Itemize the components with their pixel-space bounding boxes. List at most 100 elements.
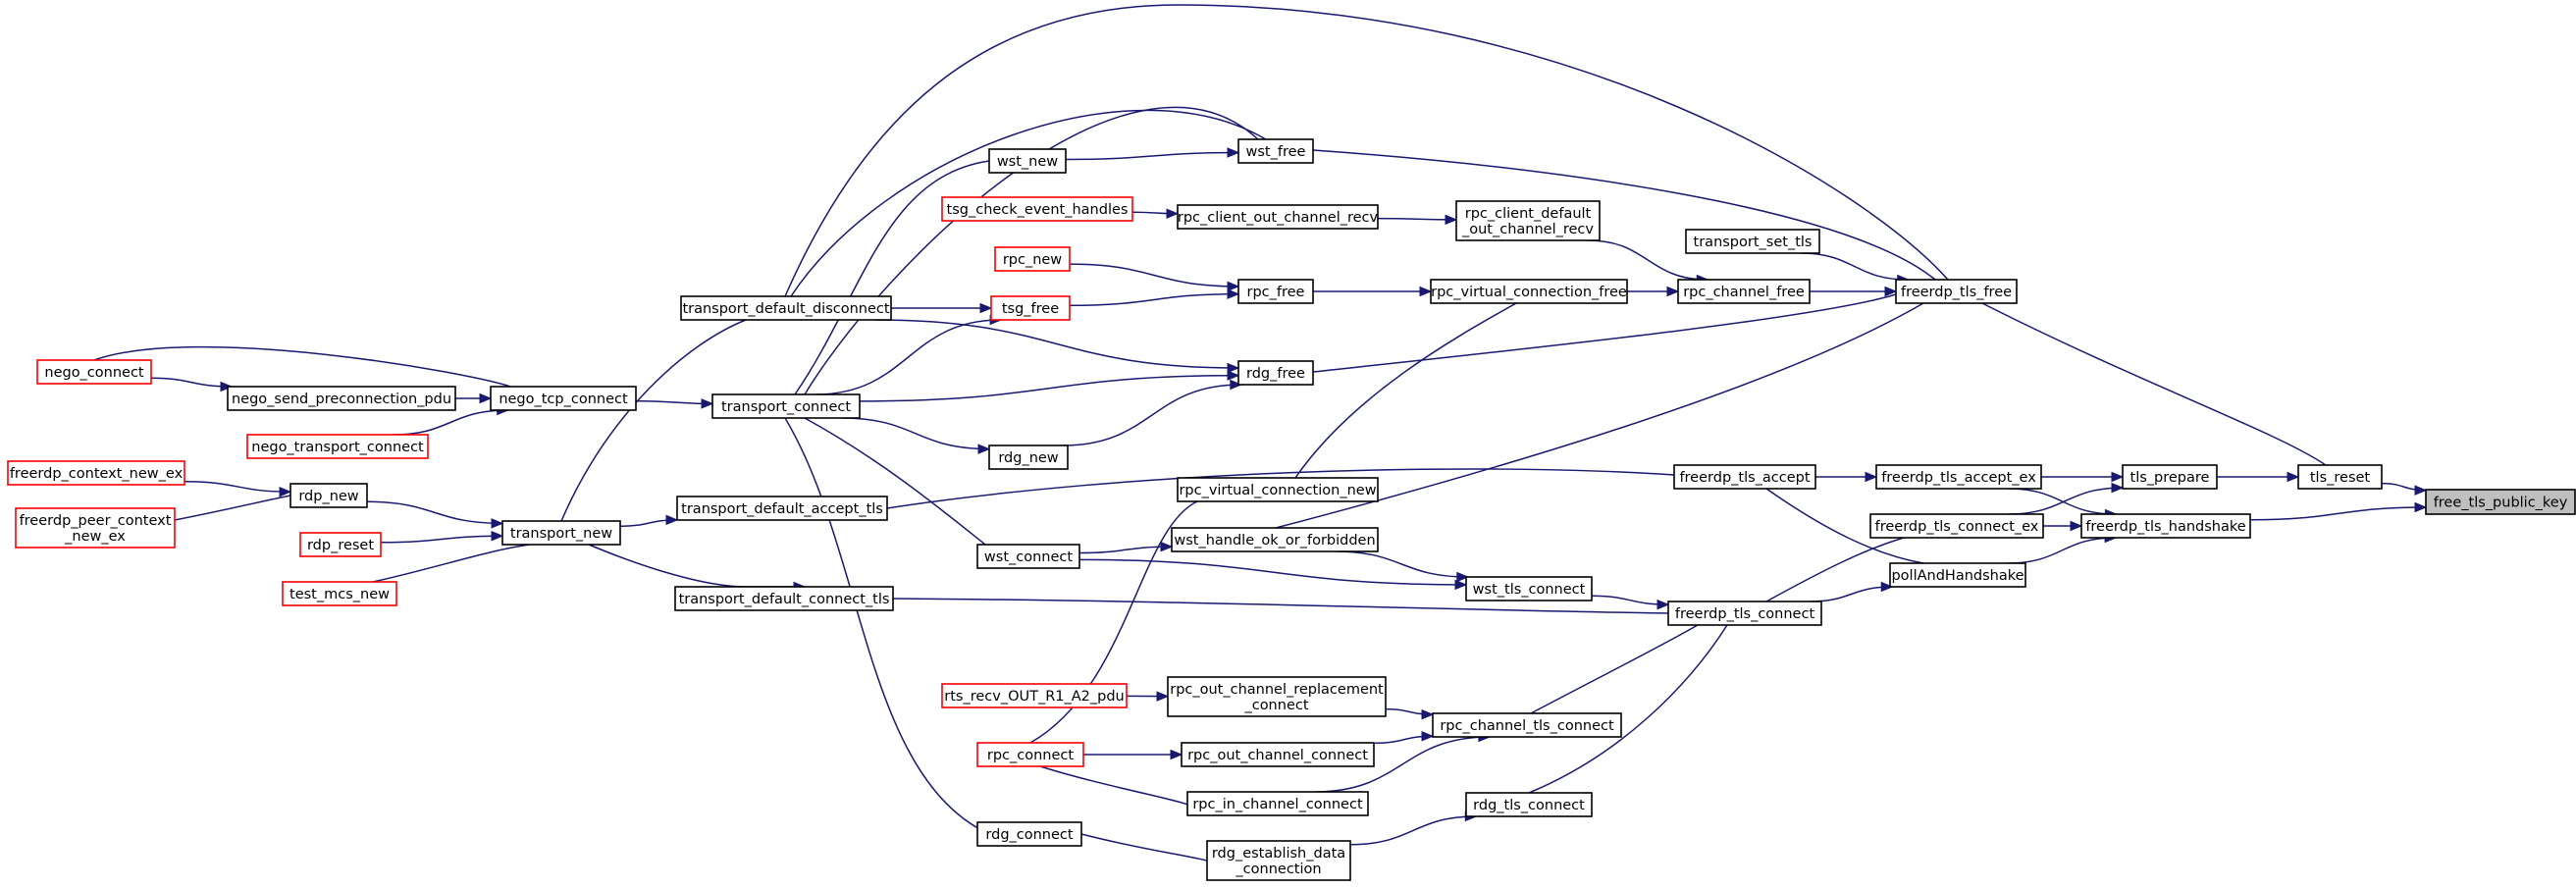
node-tls-prepare[interactable]: tls_prepare <box>2122 464 2218 490</box>
node-wst-free[interactable]: wst_free <box>1237 138 1314 164</box>
node-box <box>1875 464 2042 490</box>
node-wst-new[interactable]: wst_new <box>988 148 1067 174</box>
edge-line <box>1029 500 1198 744</box>
node-label: nego_send_preconnection_pdu <box>232 392 451 407</box>
node-transport-connect[interactable]: transport_connect <box>711 393 861 419</box>
arrowhead <box>701 398 714 409</box>
node-rpc-channel-free[interactable]: rpc_channel_free <box>1677 279 1811 304</box>
edge-line <box>2008 487 2124 515</box>
node-rpc-out-channel-replacement-connect[interactable]: rpc_out_channel_replacement_connect <box>1167 676 1387 717</box>
node-freerdp-context-new-ex[interactable]: freerdp_context_new_ex <box>7 460 185 486</box>
node-tls-reset[interactable]: tls_reset <box>2297 464 2383 490</box>
node-label: rdg_establish_data <box>1212 846 1345 862</box>
call-edge <box>619 514 679 528</box>
node-label: freerdp_tls_accept <box>1679 470 1810 486</box>
call-edge <box>588 544 807 593</box>
node-label: free_tls_public_key <box>2434 496 2568 511</box>
node-rpc-free[interactable]: rpc_free <box>1237 279 1314 304</box>
node-rpc-client-default-out-channel-recv[interactable]: rpc_client_default_out_channel_recv <box>1455 200 1601 241</box>
node-transport-set-tls[interactable]: transport_set_tls <box>1685 229 1820 254</box>
node-box <box>680 295 892 321</box>
call-edge <box>1530 624 1699 714</box>
call-edge <box>1029 500 1198 744</box>
node-freerdp-tls-accept-ex[interactable]: freerdp_tls_accept_ex <box>1875 464 2042 490</box>
node-label: rpc_channel_tls_connect <box>1440 718 1614 734</box>
node-box <box>674 586 894 611</box>
edge-line <box>1039 765 1188 806</box>
arrowhead <box>1227 288 1240 299</box>
node-label: transport_default_connect_tls <box>679 592 890 607</box>
node-rdp-new[interactable]: rdp_new <box>289 483 368 508</box>
node-wst-connect[interactable]: wst_connect <box>976 544 1080 569</box>
edge-line <box>1528 624 1728 794</box>
node-rpc-new[interactable]: rpc_new <box>994 246 1071 272</box>
node-nego-send-preconnection-pdu[interactable]: nego_send_preconnection_pdu <box>227 386 456 411</box>
node-label: transport_new <box>510 526 612 542</box>
node-box <box>7 460 185 486</box>
node-transport-new[interactable]: transport_new <box>501 520 621 546</box>
edge-line <box>1377 217 1457 221</box>
node-transport-default-disconnect[interactable]: transport_default_disconnect <box>680 295 892 321</box>
node-tsg-free[interactable]: tsg_free <box>990 295 1071 321</box>
arrowhead <box>1227 281 1240 292</box>
call-edge <box>1765 488 1924 564</box>
node-rdp-reset[interactable]: rdp_reset <box>299 532 382 557</box>
node-freerdp-peer-context-new-ex[interactable]: freerdp_peer_context_new_ex <box>15 507 176 549</box>
arrowhead <box>1656 599 1670 610</box>
node-box <box>282 581 397 606</box>
edge-line <box>366 500 503 525</box>
edge-line <box>1065 151 1239 161</box>
edge-line <box>1349 815 1477 846</box>
node-box <box>289 483 368 508</box>
node-rts-recv-OUT-R1-A2-pdu[interactable]: rts_recv_OUT_R1_A2_pdu <box>941 683 1128 708</box>
node-freerdp-tls-connect-ex[interactable]: freerdp_tls_connect_ex <box>1869 513 2044 539</box>
node-rpc-client-out-channel-recv[interactable]: rpc_client_out_channel_recv <box>1177 204 1379 230</box>
arrowhead <box>1156 691 1170 702</box>
node-freerdp-tls-connect[interactable]: freerdp_tls_connect <box>1667 601 1822 626</box>
node-freerdp-tls-handshake[interactable]: freerdp_tls_handshake <box>2080 513 2251 539</box>
call-edge <box>804 106 1259 395</box>
node-label: nego_connect <box>44 365 144 381</box>
node-label: rdg_tls_connect <box>1473 798 1585 813</box>
node-test-mcs-new[interactable]: test_mcs_new <box>282 581 397 606</box>
node-transport-default-accept-tls[interactable]: transport_default_accept_tls <box>676 496 888 521</box>
node-box <box>1889 562 2026 588</box>
call-edge <box>1377 214 1458 226</box>
edge-line <box>1800 252 1909 281</box>
node-label: rpc_connect <box>987 748 1075 763</box>
node-label: rpc_virtual_connection_new <box>1179 483 1376 498</box>
node-rdg-tls-connect[interactable]: rdg_tls_connect <box>1465 792 1593 817</box>
node-rdg-free[interactable]: rdg_free <box>1237 360 1314 386</box>
node-rpc-channel-tls-connect[interactable]: rpc_channel_tls_connect <box>1432 712 1622 738</box>
node-rpc-virtual-connection-new[interactable]: rpc_virtual_connection_new <box>1177 477 1379 502</box>
node-wst-handle-ok-or-forbidden[interactable]: wst_handle_ok_or_forbidden <box>1171 527 1379 552</box>
node-rpc-virtual-connection-free[interactable]: rpc_virtual_connection_free <box>1430 279 1628 304</box>
node-rpc-in-channel-connect[interactable]: rpc_in_channel_connect <box>1186 791 1369 816</box>
call-edge <box>2381 482 2428 496</box>
node-rpc-connect[interactable]: rpc_connect <box>976 742 1084 767</box>
node-box <box>994 246 1071 272</box>
node-rpc-out-channel-connect[interactable]: rpc_out_channel_connect <box>1181 742 1375 767</box>
arrowhead <box>1419 286 1433 297</box>
node-nego-connect[interactable]: nego_connect <box>36 359 152 385</box>
arrowhead <box>491 530 504 542</box>
node-rdg-establish-data-connection[interactable]: rdg_establish_data_connection <box>1206 840 1351 881</box>
call-edge <box>804 417 986 546</box>
node-pollAndHandshake[interactable]: pollAndHandshake <box>1889 562 2026 588</box>
node-free-tls-public-key[interactable]: free_tls_public_key <box>2425 489 2576 515</box>
node-freerdp-tls-accept[interactable]: freerdp_tls_accept <box>1673 464 1816 490</box>
node-transport-default-connect-tls[interactable]: transport_default_connect_tls <box>674 586 894 611</box>
node-tsg-check-event-handles[interactable]: tsg_check_event_handles <box>941 196 1133 222</box>
node-nego-tcp-connect[interactable]: nego_tcp_connect <box>490 386 637 411</box>
node-nego-transport-connect[interactable]: nego_transport_connect <box>246 434 429 459</box>
call-edge <box>1312 293 1897 373</box>
edge-line <box>1312 293 1897 373</box>
node-wst-tls-connect[interactable]: wst_tls_connect <box>1465 576 1593 601</box>
node-box <box>988 444 1069 470</box>
call-edge <box>2217 471 2300 483</box>
node-rdg-connect[interactable]: rdg_connect <box>976 821 1082 847</box>
node-rdg-new[interactable]: rdg_new <box>988 444 1069 470</box>
node-label: transport_default_accept_tls <box>681 501 883 517</box>
call-edge <box>372 544 531 583</box>
node-freerdp-tls-free[interactable]: freerdp_tls_free <box>1895 279 2018 304</box>
